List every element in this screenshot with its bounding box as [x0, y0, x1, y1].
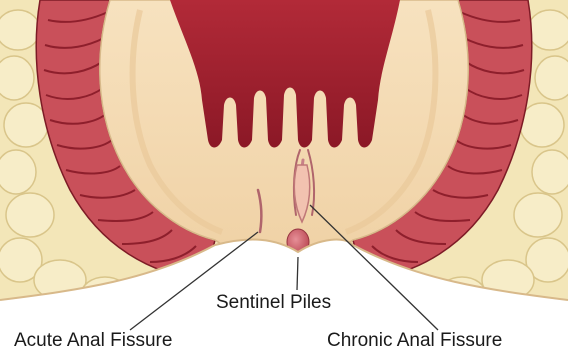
chronic-anal-fissure-label: Chronic Anal Fissure	[327, 331, 502, 350]
acute-anal-fissure-label: Acute Anal Fissure	[14, 331, 172, 350]
sentinel-piles-label: Sentinel Piles	[216, 293, 331, 312]
